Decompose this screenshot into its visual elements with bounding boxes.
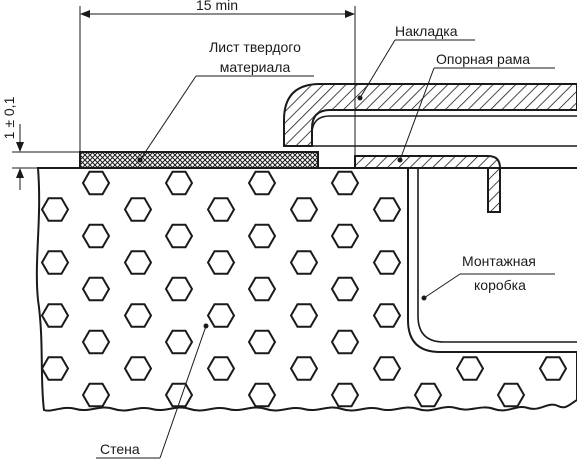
label-mounting-box-bg	[458, 248, 558, 296]
wall-hexagon	[247, 276, 277, 302]
wall-hexagon	[289, 250, 319, 275]
wall-hexagon	[289, 356, 319, 381]
support-frame	[354, 155, 501, 213]
wall-hexagon	[330, 329, 360, 355]
dim-thk-text: 1 ± 0,1	[1, 96, 17, 139]
overlay	[283, 83, 577, 147]
wall-hexagon	[413, 382, 443, 408]
wall-hexagon	[81, 170, 111, 196]
wall-hexagon	[164, 170, 194, 196]
wall-hexagon	[123, 250, 153, 275]
leader-overlay-dot	[357, 95, 363, 101]
wall-hexagon	[289, 197, 319, 222]
wall-hexagon	[247, 382, 277, 408]
leader-wall-dot	[203, 323, 209, 329]
wall-hexagon	[40, 356, 70, 381]
wall-hexagon	[496, 382, 526, 408]
mounting-box-outer-wall	[407, 168, 577, 353]
wall-hexagon	[81, 382, 111, 408]
wall-hexagon	[206, 197, 236, 222]
wall-hexagon	[123, 303, 153, 328]
label-support-frame: Опорная рама	[436, 51, 530, 67]
wall-hexagon	[455, 356, 485, 381]
wall-hexagon	[247, 329, 277, 355]
wall-hexagon	[81, 223, 111, 249]
label-wall: Стена	[100, 441, 140, 457]
wall-hexagon	[372, 250, 402, 275]
wall-hexagon	[40, 303, 70, 328]
wall-hexagon	[123, 356, 153, 381]
wall-hexagon	[247, 170, 277, 196]
wall-hexagon-pattern	[40, 170, 568, 408]
wall-hexagon	[206, 250, 236, 275]
leader-hard-sheet-dot	[137, 157, 143, 163]
wall-hexagon	[372, 356, 402, 381]
wall-hexagon	[81, 276, 111, 302]
wall-hexagon	[40, 250, 70, 275]
leader-support-frame-dot	[397, 157, 403, 163]
label-mounting-box-line2: коробка	[474, 277, 526, 293]
leader-support-frame-diag	[399, 67, 435, 161]
wall-hexagon	[206, 303, 236, 328]
wall-hexagon	[330, 382, 360, 408]
label-hard-sheet-line2: материала	[220, 59, 291, 75]
wall-hexagon	[206, 356, 236, 381]
wall-hexagon	[289, 303, 319, 328]
leader-overlay-diag	[359, 39, 396, 99]
leader-mounting-box-diag	[423, 273, 461, 299]
leader-wall-diag	[159, 325, 207, 459]
label-overlay: Накладка	[395, 23, 458, 39]
hard-material-sheet	[79, 151, 319, 169]
mounting-box-inner-wall	[417, 168, 577, 343]
wall-hexagon	[164, 223, 194, 249]
wall-hexagon	[330, 170, 360, 196]
wall-hexagon	[330, 223, 360, 249]
overlay-inner-edge	[311, 115, 577, 146]
wall-hexagon	[81, 329, 111, 355]
wall-hexagon	[247, 223, 277, 249]
label-mounting-box-line1: Монтажная	[462, 253, 536, 269]
wall-hexagon	[123, 197, 153, 222]
wall-hexagon	[40, 197, 70, 222]
label-hard-sheet-line1: Лист твердого	[209, 39, 301, 55]
leader-hard-sheet-diag	[139, 75, 197, 161]
wall-hexagon	[164, 329, 194, 355]
dim-15-text: 15 min	[196, 0, 238, 13]
leader-mounting-box-dot	[421, 295, 427, 301]
wall-hexagon	[330, 276, 360, 302]
wall-hexagon	[372, 303, 402, 328]
wall-hexagon	[164, 276, 194, 302]
wall-hexagon	[372, 197, 402, 222]
wall-hexagon	[538, 356, 568, 381]
